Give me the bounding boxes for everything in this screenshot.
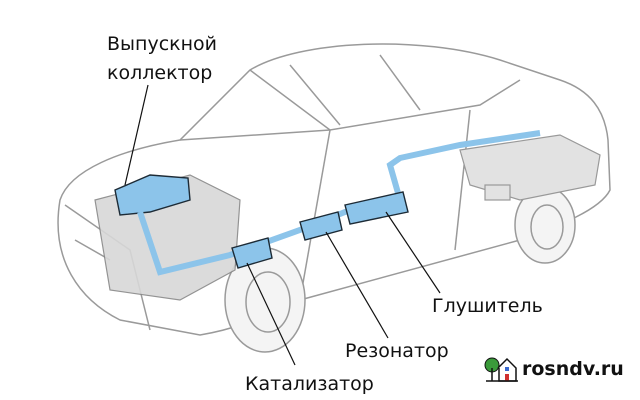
watermark-text: rosndv.ru — [522, 358, 624, 380]
label-resonator: Резонатор — [345, 340, 449, 362]
label-catalyst: Катализатор — [245, 373, 374, 395]
watermark: rosndv.ru — [484, 356, 624, 382]
resonator-shape — [299, 211, 343, 241]
leader-resonator — [325, 231, 389, 339]
exhaust-manifold — [114, 174, 191, 216]
leader-lines — [124, 84, 441, 366]
muffler-shape — [344, 191, 409, 225]
label-muffler: Глушитель — [432, 295, 543, 317]
rear-wheel — [514, 186, 576, 264]
exhaust-system — [114, 130, 541, 276]
leader-manifold — [124, 84, 149, 186]
label-manifold-line1: Выпускной — [107, 33, 218, 55]
label-manifold-line2: коллектор — [107, 62, 213, 84]
catalytic-converter — [231, 237, 273, 269]
leader-catalyst — [246, 262, 296, 366]
leader-muffler — [385, 211, 441, 294]
fuel-tank — [459, 134, 601, 201]
house-tree-icon — [484, 357, 518, 382]
